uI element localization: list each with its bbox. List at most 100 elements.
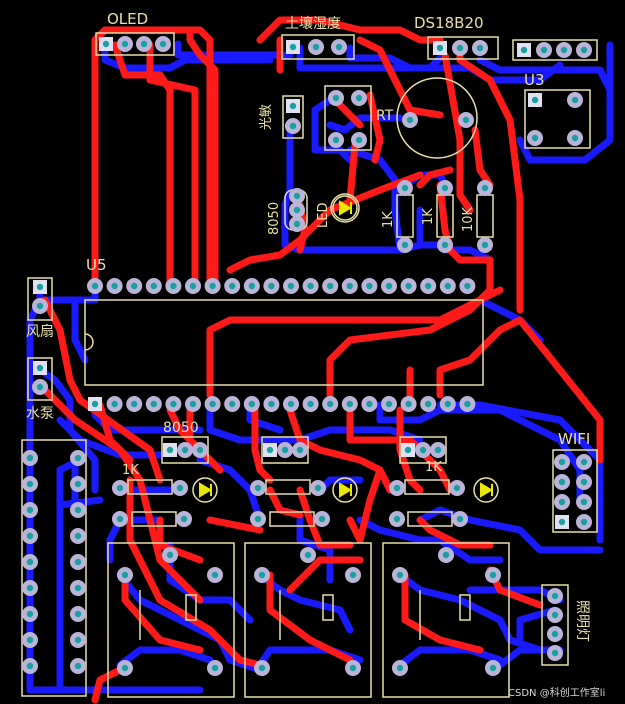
- pad-hole: [189, 400, 197, 408]
- pad-hole: [211, 571, 219, 579]
- pad-hole: [268, 400, 275, 408]
- pad-hole: [434, 446, 442, 454]
- rt-label: RT: [376, 108, 394, 124]
- pad-hole: [26, 558, 34, 566]
- pad-hole: [366, 282, 373, 290]
- wifi-label: WIFI: [558, 430, 590, 448]
- pad-hole: [293, 206, 301, 214]
- pad-hole: [314, 484, 322, 492]
- pad-hole: [116, 484, 124, 492]
- pad-hole: [531, 96, 539, 104]
- pad-hole: [404, 446, 412, 454]
- pad-hole: [393, 484, 401, 492]
- resistor-4-label: 1K: [122, 463, 139, 478]
- pad-hole: [26, 506, 34, 514]
- pad-hole: [116, 515, 124, 523]
- pad-hole: [441, 241, 449, 249]
- watermark: CSDN @科创工作室li: [508, 686, 605, 699]
- pad-hole: [248, 282, 255, 290]
- silkscreen-labels: OLED 土壤湿度 DS18B20 U3 光敏 RT 8050 LED 1K 1…: [26, 10, 605, 699]
- pad-hole: [196, 446, 204, 454]
- pad-hole: [287, 282, 295, 290]
- resistor-5-label: 1K: [425, 460, 442, 475]
- pad-hole: [531, 134, 539, 142]
- pad-hole: [444, 400, 451, 408]
- pad-hole: [36, 302, 44, 310]
- pad-hole: [419, 446, 427, 454]
- pad-hole: [131, 400, 138, 408]
- pad-hole: [318, 515, 326, 523]
- ds18b20-label: DS18B20: [414, 14, 484, 32]
- pad-hole: [396, 664, 404, 672]
- pad-hole: [453, 484, 461, 492]
- pad-hole: [551, 649, 559, 657]
- led-markers: [192, 195, 499, 503]
- pad-hole: [304, 551, 312, 559]
- transistor-mid-label: 8050: [163, 420, 199, 436]
- resistor-1-label: 1K: [381, 211, 396, 228]
- pad-hole: [293, 220, 301, 228]
- pad-hole: [436, 44, 444, 52]
- pad-hole: [385, 282, 393, 290]
- led-symbol: [199, 482, 212, 498]
- pad-hole: [289, 102, 297, 110]
- pad-hole: [176, 484, 184, 492]
- led-outline: [332, 195, 358, 221]
- pad-hole: [26, 662, 34, 670]
- pad-hole: [91, 282, 99, 290]
- pad-hole: [349, 664, 357, 672]
- pad-hole: [159, 40, 167, 48]
- pad-hole: [396, 571, 404, 579]
- pad-hole: [462, 116, 470, 124]
- led-symbol: [480, 482, 493, 498]
- pad-hole: [464, 282, 471, 290]
- pad-hole: [166, 446, 174, 454]
- soil-moisture-label: 土壤湿度: [285, 15, 341, 32]
- pad-hole: [74, 480, 82, 488]
- pad-hole: [26, 532, 34, 540]
- pad-hole: [312, 43, 320, 51]
- pad-hole: [140, 40, 148, 48]
- pad-hole: [405, 400, 412, 408]
- pad-hole: [26, 454, 34, 462]
- pad-hole: [36, 383, 44, 391]
- pad-hole: [102, 40, 110, 48]
- pad-hole: [327, 282, 334, 290]
- pad-hole: [401, 241, 409, 249]
- pad-hole: [349, 571, 357, 579]
- pad-hole: [405, 282, 412, 290]
- light-sensor-label: 光敏: [259, 104, 274, 130]
- pad-hole: [289, 122, 297, 130]
- pad-hole: [74, 636, 82, 644]
- pad-hole: [456, 515, 464, 523]
- pad-hole: [332, 136, 340, 144]
- pad-hole: [551, 611, 559, 619]
- led-label: LED: [316, 203, 331, 228]
- pad-hole: [74, 662, 82, 670]
- pad-hole: [150, 282, 157, 290]
- pad-hole: [258, 571, 266, 579]
- pad-hole: [489, 571, 497, 579]
- pad-hole: [170, 400, 177, 408]
- pad-hole: [121, 571, 129, 579]
- pad-hole: [111, 282, 118, 290]
- pad-hole: [489, 664, 497, 672]
- pad-hole: [166, 551, 174, 559]
- pad-hole: [254, 515, 262, 523]
- pad-hole: [406, 116, 414, 124]
- pad-hole: [355, 94, 363, 102]
- pad-hole: [266, 446, 274, 454]
- fan-label: 风扇: [26, 324, 54, 340]
- pad-hole: [150, 400, 157, 408]
- led-symbol: [339, 200, 352, 216]
- pad-hole: [580, 46, 588, 54]
- pad-hole: [456, 44, 464, 52]
- pad-hole: [181, 446, 189, 454]
- pad-hole: [558, 478, 566, 486]
- pad-hole: [74, 558, 82, 566]
- pad-hole: [571, 134, 579, 142]
- pad-hole: [180, 515, 188, 523]
- pad-hole: [444, 282, 451, 290]
- pad-hole: [36, 283, 44, 291]
- pad-hole: [540, 46, 548, 54]
